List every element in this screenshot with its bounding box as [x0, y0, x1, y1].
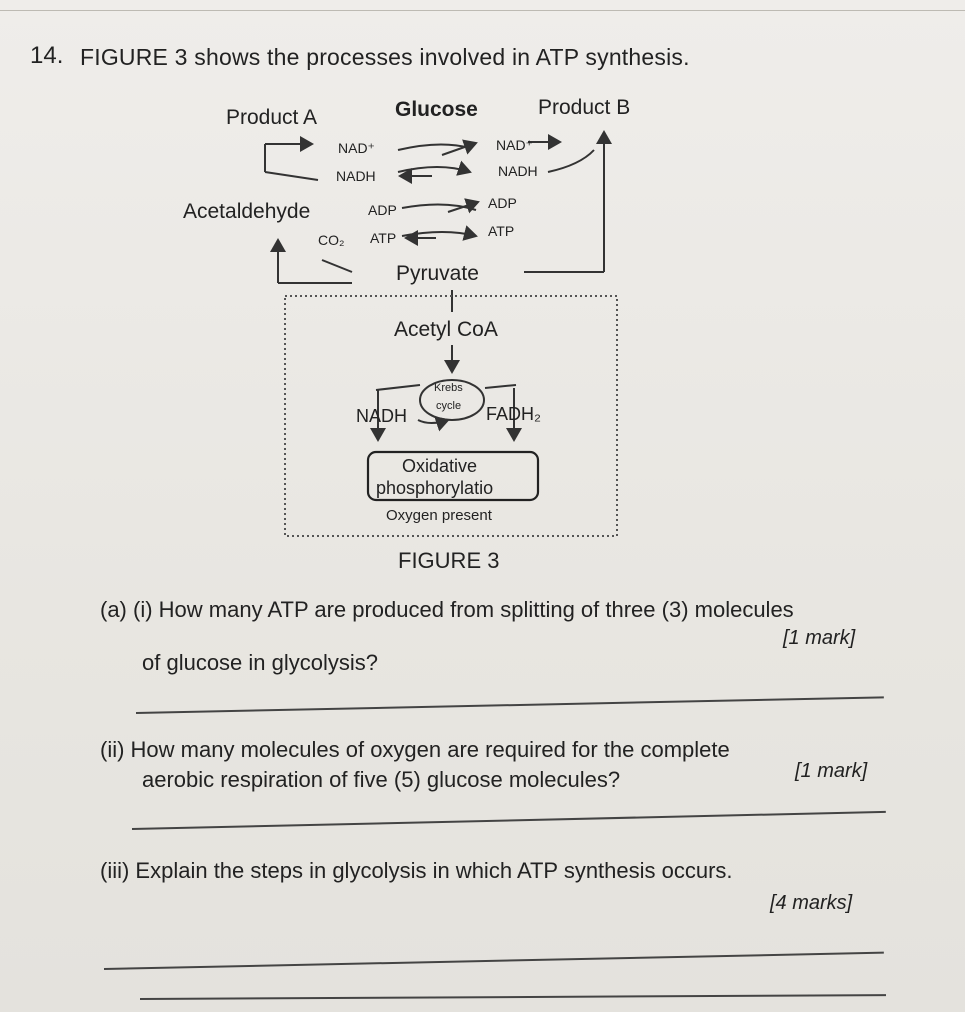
nadh-curve-left: [397, 160, 472, 176]
fadh-bracket-top: [484, 384, 517, 389]
label-acetyl-coa: Acetyl CoA: [394, 318, 498, 341]
page-top-rule: [0, 10, 965, 11]
label-oxidative: Oxidative: [402, 456, 478, 476]
part-a-ii-mark: [1 mark]: [795, 760, 868, 782]
part-a-ii-line2: aerobic respiration of five (5) glucose …: [142, 767, 621, 792]
krebs-cycle-ellipse: [419, 379, 485, 421]
label-fadh2: FADH₂: [486, 404, 541, 424]
part-a-i-line1: (a) (i) How many ATP are produced from s…: [100, 597, 794, 622]
part-a-i-mark: [1 mark]: [783, 627, 856, 649]
label-nadh-krebs: NADH: [356, 406, 408, 426]
nad-arrow-right: [441, 139, 478, 156]
left-upper-bracket-tail: [264, 171, 319, 181]
label-product-a: Product A: [226, 106, 318, 129]
label-nad-right: NAD⁺: [496, 137, 533, 153]
label-pyruvate: Pyruvate: [396, 262, 479, 285]
part-a-ii-line1: (ii) How many molecules of oxygen are re…: [100, 737, 730, 762]
oxidative-phosphorylation-box: [366, 450, 540, 502]
label-oxygen-present: Oxygen present: [386, 507, 492, 524]
label-adp-right: ADP: [488, 195, 517, 211]
label-nadh-left: NADH: [336, 168, 376, 184]
atp-curve: [401, 225, 478, 241]
mitochondrion-box: [284, 295, 618, 537]
question-intro: FIGURE 3 shows the processes involved in…: [80, 44, 690, 70]
krebs-cycle-arrow: [417, 416, 450, 432]
label-co2: CO₂: [318, 232, 345, 248]
label-nad-left: NAD⁺: [338, 140, 375, 156]
label-product-b: Product B: [538, 96, 631, 119]
label-atp-right: ATP: [488, 223, 515, 239]
part-a-iii-line1: (iii) Explain the steps in glycolysis in…: [100, 858, 733, 883]
label-adp-left: ADP: [368, 202, 397, 218]
question-number: 14.: [30, 42, 64, 69]
nadh-right-curve: [547, 149, 595, 173]
label-krebs: Krebs: [434, 382, 463, 394]
label-atp-left: ATP: [370, 230, 397, 246]
part-a-i-line2: of glucose in glycolysis?: [142, 650, 379, 675]
label-nadh-right: NADH: [498, 163, 538, 179]
figure-caption: FIGURE 3: [398, 548, 500, 573]
label-cycle: cycle: [436, 400, 462, 412]
co2-release-line: [321, 259, 353, 273]
label-phosphorylation: phosphorylatio: [376, 478, 494, 498]
part-a-iii-mark: [4 marks]: [770, 892, 853, 914]
adp-arrow: [447, 198, 480, 214]
label-acetaldehyde: Acetaldehyde: [183, 200, 311, 223]
label-glucose: Glucose: [395, 98, 478, 121]
nadh-bracket-top: [375, 384, 421, 391]
